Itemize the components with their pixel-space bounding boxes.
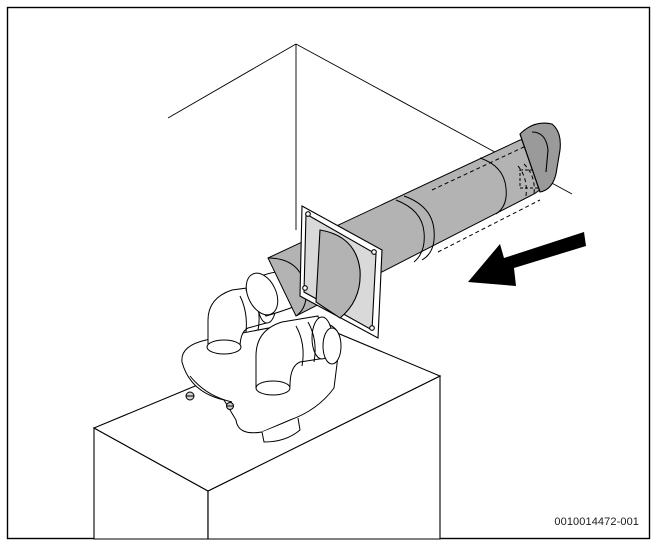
figure-code: 0010014472-001: [554, 516, 639, 528]
wall-plate: [299, 205, 383, 339]
arrow-left-icon: [468, 232, 586, 286]
right-elbow: [255, 315, 342, 396]
terminal-cap: [519, 122, 561, 193]
pipe-collar: [245, 271, 297, 317]
